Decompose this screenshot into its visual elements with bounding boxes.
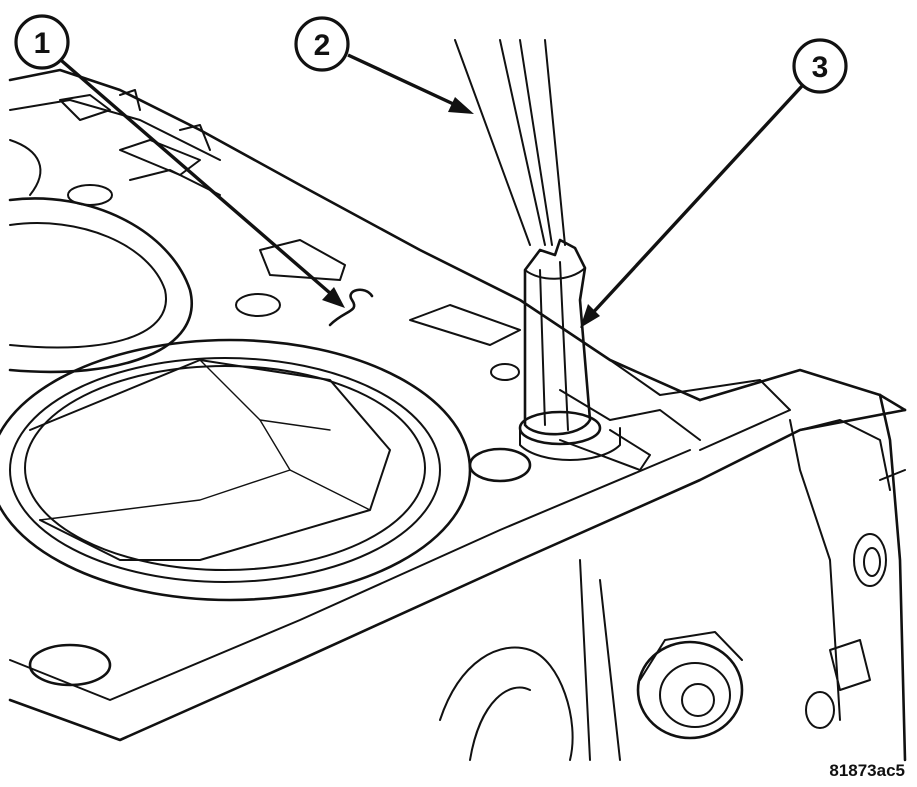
callout-2-label: 2 [314,29,331,62]
tool-shaft [454,39,566,246]
callout-3-label: 3 [812,51,829,84]
seal-scribe-mark [328,288,374,327]
callout-3: 3 [580,38,848,328]
callout-1-label: 1 [34,27,51,60]
cylinder-bore-rear [8,139,193,374]
cylinder-bore-front [0,338,472,602]
callout-1: 1 [14,14,345,308]
block-lower-details [439,469,906,761]
tool-cutter-bit [523,238,592,436]
engine-block-deck [8,68,907,762]
callout-2: 2 [294,16,474,114]
lifter-bore-boss [518,410,651,471]
deck-holes [28,89,532,687]
figure-code: 81873ac5 [829,761,905,780]
